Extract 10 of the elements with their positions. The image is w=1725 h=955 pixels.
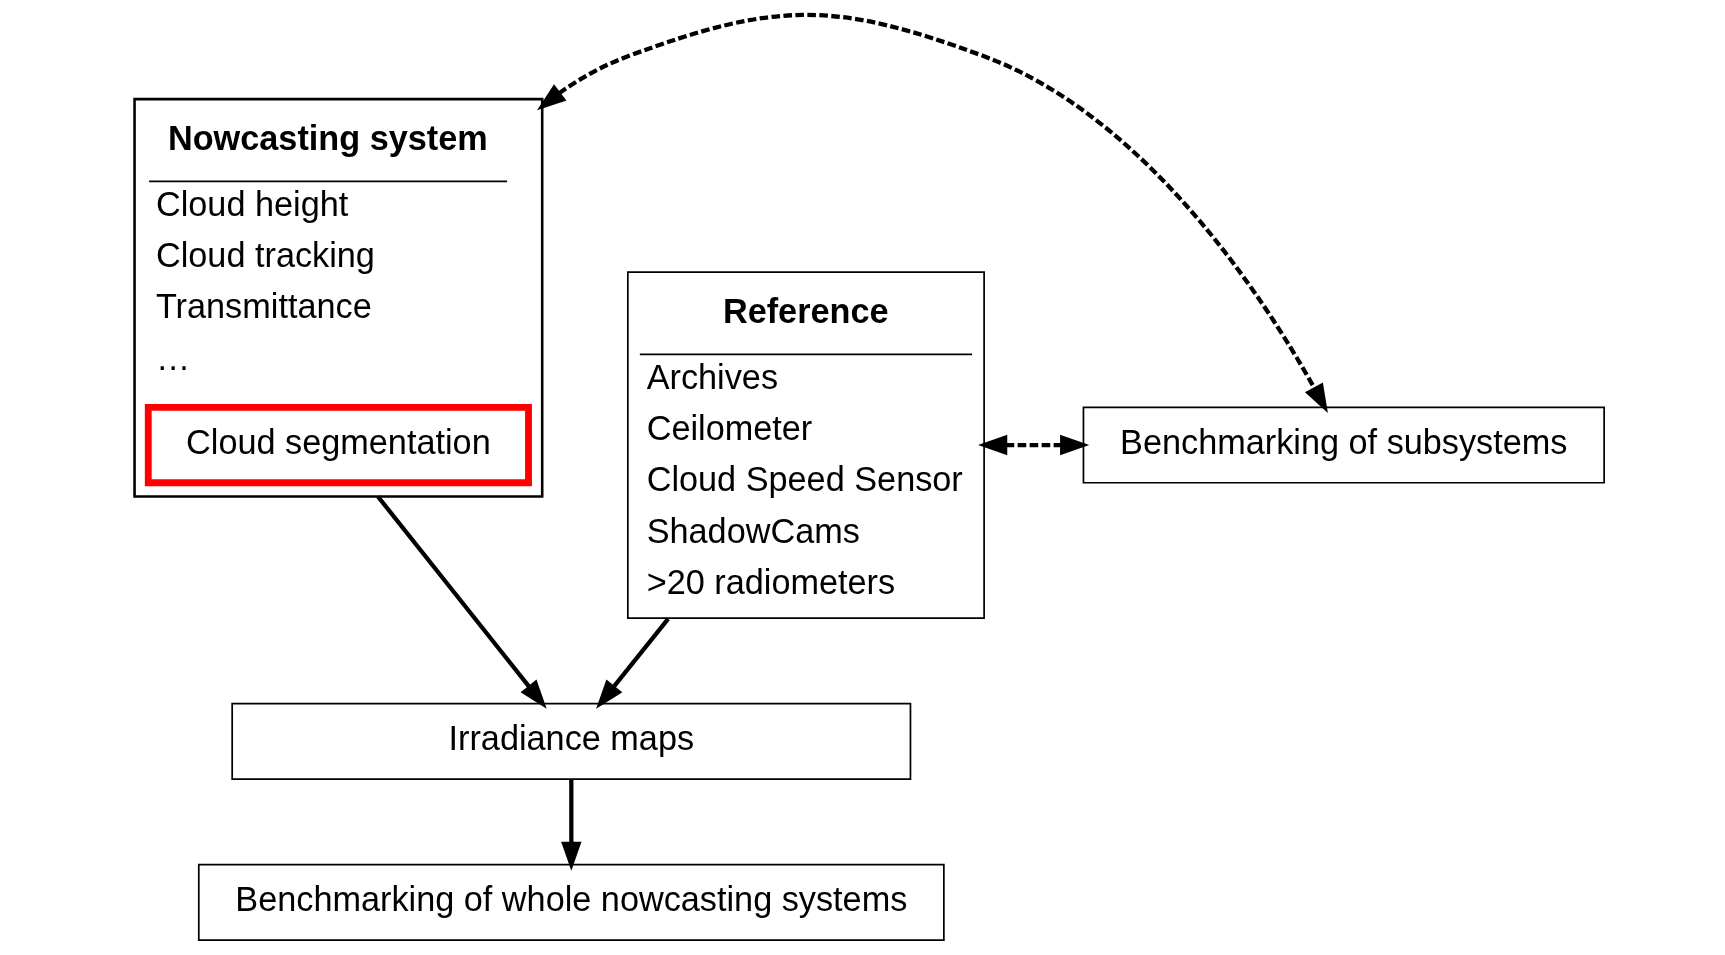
arrow	[978, 434, 1090, 456]
arrow	[596, 617, 670, 709]
arrow	[537, 12, 1328, 413]
arrow	[561, 779, 582, 871]
node-box: Reference Archives Ceilometer Cloud Speed Sensor ShadowCams >20 radiometers	[627, 271, 985, 619]
node-box: Benchmarking of whole nowcasting systems	[197, 863, 945, 941]
node-box: Cloud segmentation	[144, 403, 532, 487]
arrow	[376, 495, 547, 709]
node-box: Benchmarking of subsystems	[1082, 406, 1605, 484]
node-box: Irradiance maps	[231, 702, 912, 780]
